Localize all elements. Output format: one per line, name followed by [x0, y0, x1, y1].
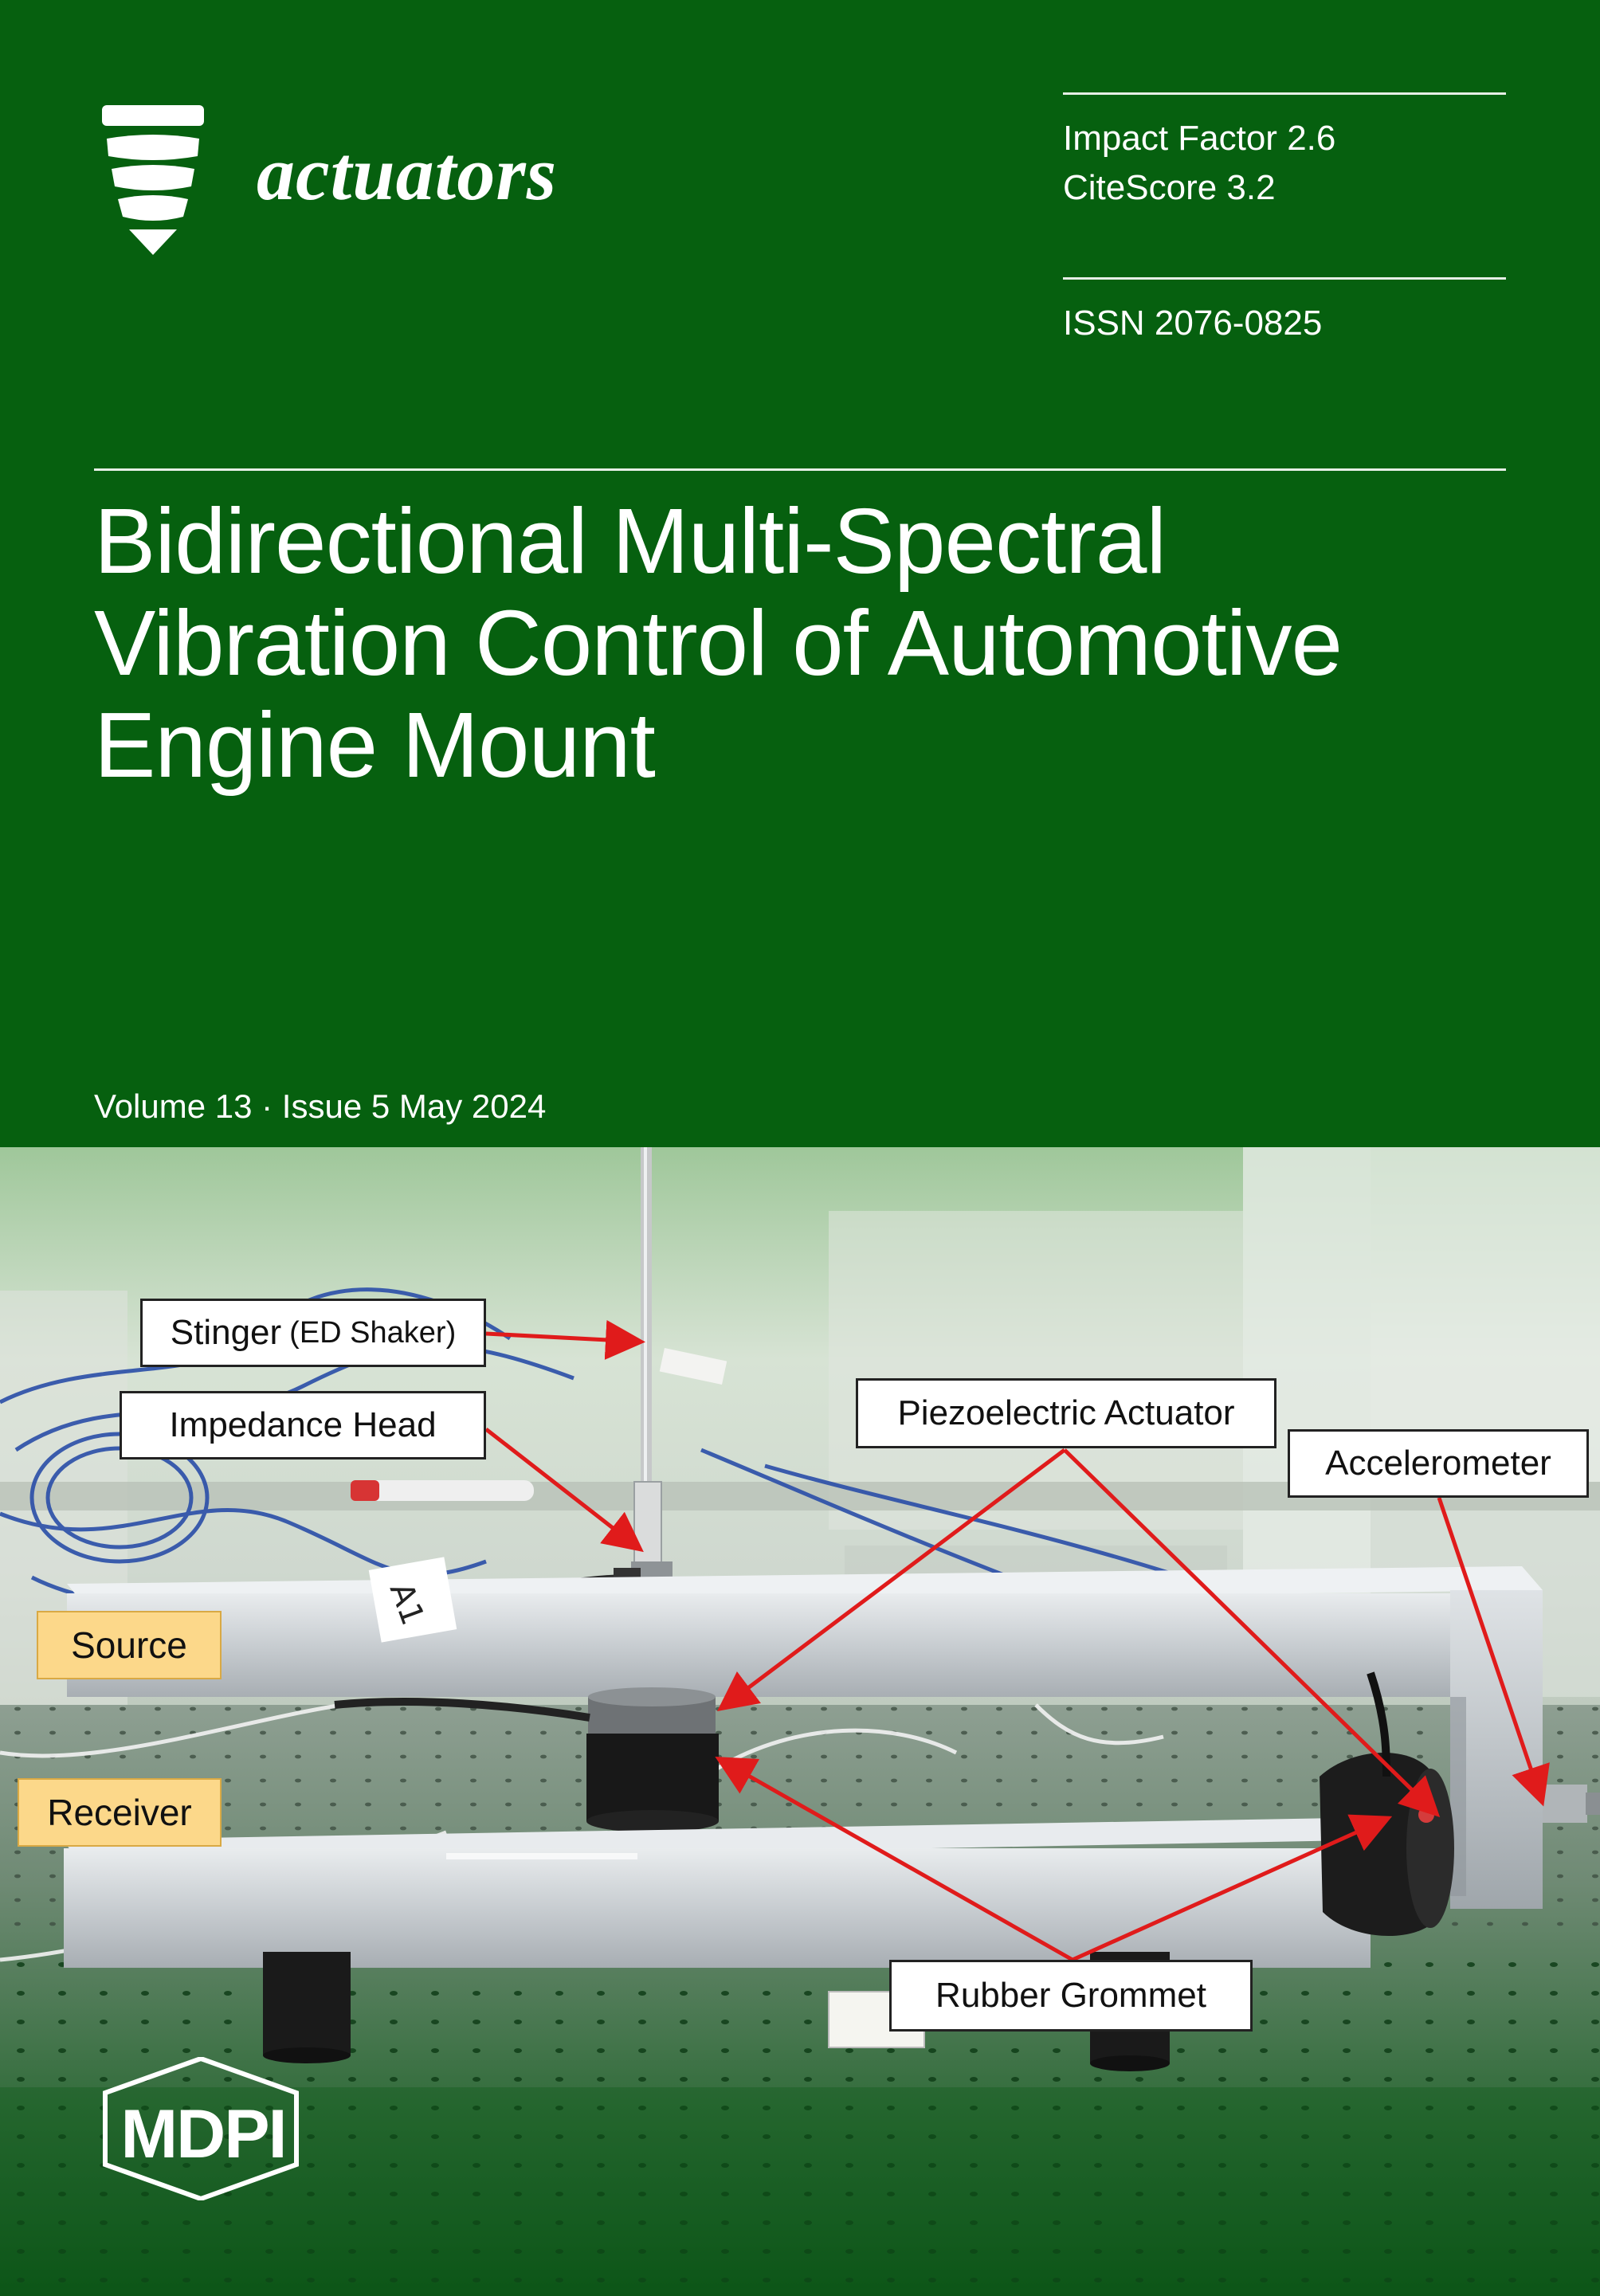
sample-sticker: A1: [368, 1557, 457, 1643]
impact-factor: Impact Factor 2.6: [1063, 119, 1336, 158]
callout-piezoelectric-actuator-label: Piezoelectric Actuator: [897, 1393, 1235, 1432]
title-line-3: Engine Mount: [94, 693, 656, 797]
divider-top: [1063, 92, 1506, 95]
cover-header: actuators Impact Factor 2.6 CiteScore 3.…: [0, 0, 1600, 1147]
actuators-logo-icon: [102, 105, 204, 255]
issn: ISSN 2076-0825: [1063, 304, 1323, 343]
callout-impedance-head: Impedance Head: [120, 1391, 486, 1459]
title-line-1: Bidirectional Multi-Spectral: [94, 489, 1167, 593]
callout-stinger: Stinger (ED Shaker): [140, 1299, 486, 1367]
citescore: CiteScore 3.2: [1063, 168, 1276, 207]
volume-issue-date: Volume 13 · Issue 5 May 2024: [94, 1087, 547, 1125]
divider-title: [94, 468, 1506, 471]
tag-receiver: Receiver: [18, 1778, 222, 1847]
callout-stinger-label: Stinger: [170, 1313, 282, 1352]
callout-piezoelectric-actuator: Piezoelectric Actuator: [856, 1378, 1276, 1448]
article-title: Bidirectional Multi-Spectral Vibration C…: [94, 490, 1544, 796]
callout-rubber-grommet: Rubber Grommet: [889, 1960, 1253, 2032]
title-line-2: Vibration Control of Automotive: [94, 591, 1343, 695]
tag-source-label: Source: [71, 1624, 187, 1666]
tag-receiver-label: Receiver: [47, 1792, 192, 1833]
callout-accelerometer: Accelerometer: [1288, 1429, 1589, 1498]
callout-accelerometer-label: Accelerometer: [1325, 1444, 1551, 1483]
cover-photo: A1: [0, 1147, 1600, 2296]
journal-name: actuators: [257, 131, 558, 216]
annotation-arrows: [484, 1319, 1550, 1962]
divider-mid: [1063, 277, 1506, 280]
mdpi-logo-icon: [103, 2057, 299, 2200]
callout-rubber-grommet-label: Rubber Grommet: [935, 1976, 1206, 2015]
publisher-name: MDPI: [120, 2096, 288, 2173]
experiment-photo: A1: [0, 1147, 1600, 2296]
tag-source: Source: [37, 1611, 222, 1679]
callout-stinger-sublabel: (ED Shaker): [289, 1316, 457, 1350]
callout-impedance-head-label: Impedance Head: [169, 1405, 437, 1444]
